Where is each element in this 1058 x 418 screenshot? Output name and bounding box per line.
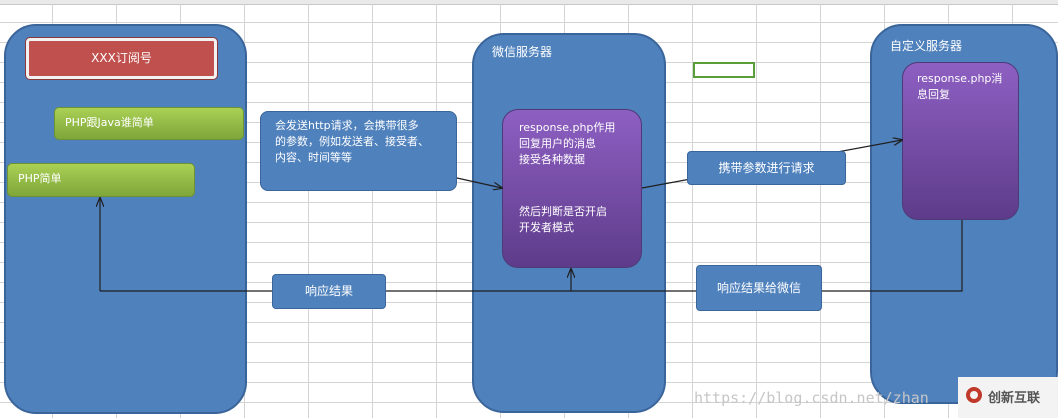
http-request-note: 会发送http请求，会携带很多 的参数，例如发送者、接受者、 内容、时间等等 xyxy=(260,111,457,191)
custom-box-line-1: response.php消 xyxy=(917,72,1003,85)
response-php-wechat-box: response.php作用 回复用户的消息 接受各种数据 然后判断是否开启 开… xyxy=(502,109,642,268)
wechat-box-line-4: 然后判断是否开启 xyxy=(519,205,607,218)
http-request-note-line-3: 内容、时间等等 xyxy=(275,151,352,164)
wechat-server-title: 微信服务器 xyxy=(492,45,553,59)
article-php-vs-java-button[interactable]: PHP跟Java谁简单 xyxy=(54,107,244,140)
wechat-box-line-1: response.php作用 xyxy=(519,121,616,134)
wechat-box-line-2: 回复用户的消息 xyxy=(519,137,596,150)
selected-cell[interactable] xyxy=(693,62,755,78)
client-panel xyxy=(4,24,247,414)
http-request-note-line-1: 会发送http请求，会携带很多 xyxy=(275,119,419,132)
custom-server-title: 自定义服务器 xyxy=(890,39,963,53)
top-edge xyxy=(0,0,1058,5)
custom-box-line-2: 息回复 xyxy=(917,88,950,101)
arrow-request-to-wechat xyxy=(456,177,502,188)
brand-name: 创新互联 xyxy=(988,391,1041,406)
label-request-with-params: 携带参数进行请求 xyxy=(687,151,846,185)
label-response-to-wechat: 响应结果给微信 xyxy=(696,265,822,311)
watermark-url: https://blog.csdn.net/zhan xyxy=(694,389,929,407)
wechat-box-line-5: 开发者模式 xyxy=(519,221,574,234)
brand-badge: 创新互联 xyxy=(958,377,1058,418)
label-response-result: 响应结果 xyxy=(272,274,386,309)
brand-logo-icon xyxy=(966,387,982,403)
subscription-account-label: XXX订阅号 xyxy=(26,38,217,79)
wechat-box-line-3: 接受各种数据 xyxy=(519,153,585,166)
http-request-note-line-2: 的参数，例如发送者、接受者、 xyxy=(275,135,429,148)
article-php-simple-button[interactable]: PHP简单 xyxy=(7,163,195,197)
